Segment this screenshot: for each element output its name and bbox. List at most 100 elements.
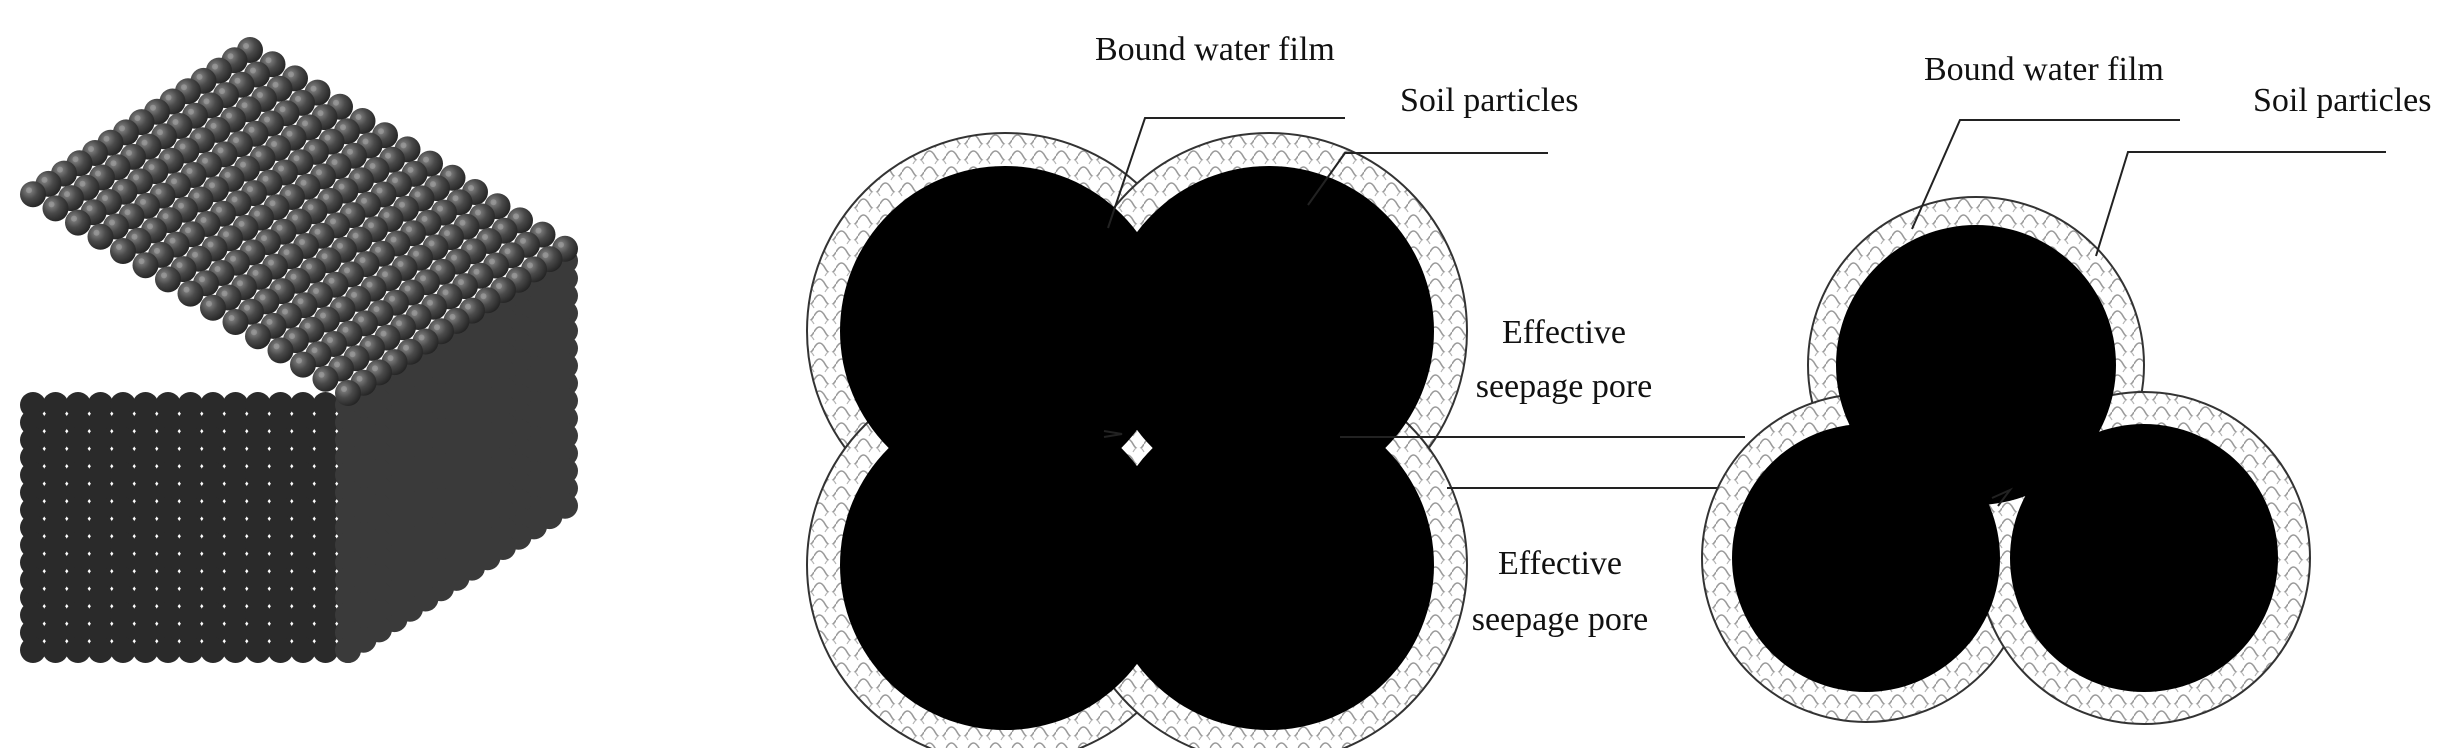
sphere — [366, 281, 373, 288]
sphere — [307, 204, 314, 211]
sphere — [414, 191, 421, 198]
sphere — [172, 119, 179, 125]
sphere — [312, 365, 339, 392]
cube-packing-panel — [20, 37, 578, 663]
sphere — [302, 120, 308, 127]
sphere — [279, 106, 286, 113]
sphere — [228, 315, 235, 321]
sphere — [449, 313, 456, 320]
sphere — [290, 351, 316, 378]
sphere — [65, 637, 91, 663]
label-bound-water-film: Bound water film — [1924, 51, 2164, 88]
sphere — [338, 183, 345, 190]
leader-line-soil-particles — [2095, 151, 2386, 257]
sphere — [435, 264, 442, 271]
sphere — [295, 95, 301, 102]
sphere — [171, 178, 177, 185]
sphere — [397, 261, 404, 267]
sphere — [219, 88, 225, 95]
sphere — [354, 173, 360, 180]
sphere — [64, 191, 70, 198]
sphere — [421, 215, 428, 222]
sphere — [473, 268, 480, 275]
sphere — [154, 247, 160, 254]
sphere — [227, 53, 234, 60]
sphere — [358, 316, 364, 323]
sphere — [87, 223, 114, 250]
sphere — [157, 129, 163, 136]
sphere — [20, 637, 46, 663]
sphere — [475, 209, 481, 216]
sphere — [261, 235, 267, 242]
sphere — [296, 357, 302, 364]
sphere — [428, 240, 435, 247]
sphere — [288, 71, 294, 78]
sphere — [292, 214, 298, 221]
sphere — [373, 306, 380, 313]
sphere — [351, 291, 357, 298]
sphere — [290, 637, 316, 663]
sphere — [444, 230, 450, 237]
sphere — [176, 262, 183, 269]
sphere — [247, 186, 253, 193]
sphere — [255, 151, 262, 158]
sphere — [116, 244, 122, 250]
sphere — [383, 212, 390, 218]
sphere — [245, 637, 271, 663]
sphere — [297, 298, 304, 305]
sphere — [278, 165, 284, 172]
sphere — [335, 380, 361, 406]
sphere — [245, 323, 271, 350]
sphere — [403, 344, 409, 351]
sphere — [188, 108, 194, 115]
sphere — [282, 308, 288, 315]
sphere — [399, 201, 405, 208]
sphere — [119, 125, 125, 132]
sphere — [162, 213, 169, 220]
sphere — [102, 195, 108, 201]
sphere — [210, 122, 217, 129]
sphere — [430, 181, 436, 188]
sphere — [178, 202, 184, 209]
sphere — [317, 110, 324, 117]
sphere — [203, 98, 210, 105]
soil-particle — [840, 166, 1170, 496]
sphere — [109, 219, 115, 226]
sphere — [250, 67, 256, 74]
sphere — [217, 147, 224, 154]
sphere — [243, 43, 249, 49]
sphere — [378, 128, 384, 135]
sphere — [181, 84, 187, 91]
sphere — [192, 251, 198, 258]
sphere — [71, 215, 77, 222]
sphere — [489, 258, 495, 265]
sphere — [223, 231, 229, 238]
sphere — [238, 220, 245, 227]
sphere — [110, 637, 136, 663]
sphere — [251, 329, 257, 336]
sphere — [245, 245, 252, 252]
sphere — [304, 322, 311, 329]
sphere — [368, 222, 374, 229]
sphere — [437, 205, 443, 212]
sphere — [392, 177, 398, 184]
tri-leader-lines — [1911, 119, 2386, 507]
sphere — [382, 271, 388, 278]
sphere — [267, 637, 294, 663]
sphere — [310, 85, 317, 92]
sphere — [177, 637, 204, 663]
sphere — [79, 180, 86, 187]
sphere — [496, 283, 502, 289]
label-seepage-pore-2: seepage pore — [1472, 601, 1649, 638]
soil-particle — [840, 400, 1170, 730]
sphere — [244, 304, 250, 311]
sphere — [293, 155, 300, 162]
sphere — [375, 246, 381, 253]
sphere — [41, 176, 48, 183]
sphere — [179, 143, 186, 150]
sphere — [411, 310, 418, 316]
sphere — [400, 142, 407, 149]
sphere — [466, 244, 473, 251]
sphere — [406, 226, 412, 233]
sphere — [222, 637, 249, 663]
